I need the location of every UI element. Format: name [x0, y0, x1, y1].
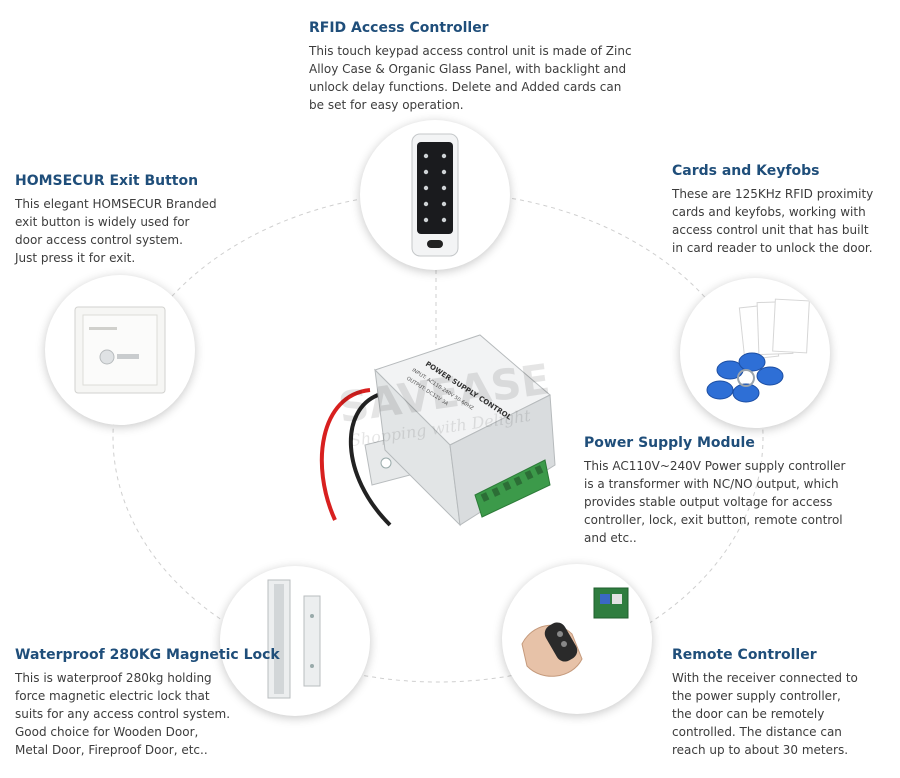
- desc-line: controlled. The distance can: [672, 725, 842, 739]
- rfid-controller-image: [360, 120, 510, 270]
- exit-button-description: This elegant HOMSECUR Branded exit butto…: [15, 195, 217, 267]
- desc-line: suits for any access control system.: [15, 707, 231, 721]
- desc-line: Metal Door, Fireproof Door, etc..: [15, 743, 208, 757]
- power-supply-image: POWER SUPPLY CONTROL INPUT: AC110-240V 5…: [319, 334, 556, 527]
- exit-button-image: [45, 275, 195, 425]
- desc-line: This is waterproof 280kg holding: [15, 671, 212, 685]
- desc-line: exit button is widely used for: [15, 215, 190, 229]
- desc-line: This AC110V~240V Power supply controller: [584, 459, 846, 473]
- rfid-controller-title: RFID Access Controller: [309, 20, 489, 36]
- desc-line: cards and keyfobs, working with: [672, 205, 866, 219]
- desc-line: Just press it for exit.: [15, 251, 136, 265]
- exit-button-section: HOMSECUR Exit Button This elegant HOMSEC…: [15, 173, 217, 267]
- cards-keyfobs-title: Cards and Keyfobs: [672, 163, 820, 179]
- rfid-controller-section: RFID Access Controller This touch keypad…: [309, 20, 632, 114]
- rfid-controller-description: This touch keypad access control unit is…: [309, 42, 632, 114]
- magnetic-lock-image: [220, 566, 370, 716]
- remote-controller-image: [502, 564, 652, 714]
- desc-line: Good choice for Wooden Door,: [15, 725, 199, 739]
- desc-line: controller, lock, exit button, remote co…: [584, 513, 843, 527]
- remote-controller-title: Remote Controller: [672, 647, 817, 663]
- remote-controller-description: With the receiver connected to the power…: [672, 669, 858, 759]
- desc-line: These are 125KHz RFID proximity: [672, 187, 874, 201]
- desc-line: reach up to about 30 meters.: [672, 743, 849, 757]
- desc-line: door access control system.: [15, 233, 183, 247]
- magnetic-lock-description: This is waterproof 280kg holding force m…: [15, 669, 280, 759]
- exit-button-title: HOMSECUR Exit Button: [15, 173, 199, 189]
- desc-line: the door can be remotely: [672, 707, 825, 721]
- magnetic-lock-section: Waterproof 280KG Magnetic Lock This is w…: [15, 647, 280, 759]
- desc-line: provides stable output voltage for acces…: [584, 495, 833, 509]
- desc-line: be set for easy operation.: [309, 98, 464, 112]
- desc-line: force magnetic electric lock that: [15, 689, 210, 703]
- desc-line: and etc..: [584, 531, 637, 545]
- desc-line: in card reader to unlock the door.: [672, 241, 873, 255]
- desc-line: the power supply controller,: [672, 689, 841, 703]
- cards-keyfobs-section: Cards and Keyfobs These are 125KHz RFID …: [672, 163, 873, 257]
- cards-keyfobs-image: [680, 278, 830, 428]
- power-supply-section: Power Supply Module This AC110V~240V Pow…: [584, 435, 846, 547]
- desc-line: This touch keypad access control unit is…: [309, 44, 632, 58]
- power-supply-description: This AC110V~240V Power supply controller…: [584, 457, 846, 547]
- power-supply-title: Power Supply Module: [584, 435, 755, 451]
- desc-line: Alloy Case & Organic Glass Panel, with b…: [309, 62, 627, 76]
- desc-line: unlock delay functions. Delete and Added…: [309, 80, 622, 94]
- desc-line: access control unit that has built: [672, 223, 869, 237]
- desc-line: This elegant HOMSECUR Branded: [15, 197, 217, 211]
- magnetic-lock-title: Waterproof 280KG Magnetic Lock: [15, 647, 280, 663]
- desc-line: is a transformer with NC/NO output, whic…: [584, 477, 839, 491]
- desc-line: With the receiver connected to: [672, 671, 858, 685]
- remote-controller-section: Remote Controller With the receiver conn…: [672, 647, 858, 759]
- cards-keyfobs-description: These are 125KHz RFID proximity cards an…: [672, 185, 873, 257]
